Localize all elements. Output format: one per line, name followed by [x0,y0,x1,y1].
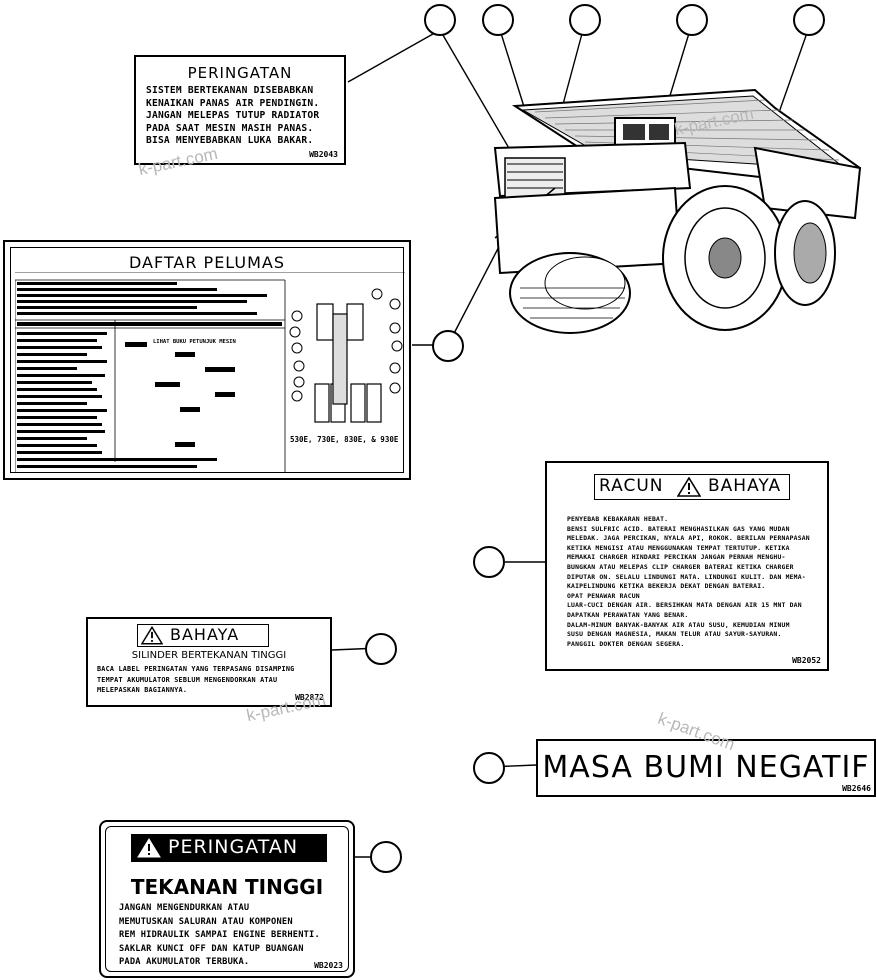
decal-code: WB2646 [842,784,871,793]
decal-title: TEKANAN TINGGI [130,875,324,899]
decal-silinder-bertekanan: BAHAYA SILINDER BERTEKANAN TINGGI BACA L… [86,617,332,707]
decal-line: DALAM-MINUM BANYAK-BANYAK AIR ATAU SUSU,… [567,620,790,629]
decal-line: BISA MENYEBABKAN LUKA BAKAR. [146,135,314,146]
callout-circle [473,546,505,578]
warning-banner [131,834,327,862]
decal-line: PADA AKUMULATOR TERBUKA. [119,957,250,968]
decal-line: DAPATKAN PERAWATAN YANG BENAR. [567,610,689,619]
decal-line: SAKLAR KUNCI OFF DAN KATUP BUANGAN [119,943,304,954]
truck-top-view-schematic [289,288,403,423]
callout-circle [569,4,601,36]
lubricant-chart-grid [15,272,405,472]
warning-triangle-icon [137,838,161,858]
warning-banner-text: PERINGATAN [168,836,299,858]
decal-masa-bumi-negatif: MASA BUMI NEGATIF WB2646 [536,739,876,797]
callout-circle [676,4,708,36]
decal-line: PADA SAAT MESIN MASIH PANAS. [146,122,314,134]
decal-title-right: BAHAYA [708,476,782,496]
decal-line: MEMUTUSKAN SALURAN ATAU KOMPONEN [119,916,293,927]
decal-line: SISTEM BERTEKANAN DISEBABKAN [146,85,314,96]
decal-line: TEMPAT AKUMULATOR SEBLUM MENGENDORKAN AT… [97,675,278,684]
decal-subtitle: SILINDER BERTEKANAN TINGGI [131,650,287,661]
decal-racun-bahaya: RACUN BAHAYA PENYEBAB KEBAKARAN HEBAT. B… [545,461,829,671]
decal-line: BENSI SULFRIC ACID. BATERAI MENGHASILKAN… [567,524,790,533]
decal-line: MEMAKAI CHARGER HINDARI PERCIKAN JANGAN … [567,553,786,562]
chart-models: 530E, 730E, 830E, & 930E [290,435,399,444]
callout-circle [473,752,505,784]
dump-truck-illustration [493,88,862,334]
decal-line: KETIKA MENGISI ATAU MENGGUNAKAN TEMPAT T… [567,543,790,552]
decal-code: WB2052 [792,656,821,665]
decal-line: PANGGIL DOKTER DENGAN SEGERA. [567,639,685,648]
decal-line: MELEDAK. JAGA PERCIKAN, NYALA API, ROKOK… [567,534,810,543]
decal-tekanan-tinggi: PERINGATAN TEKANAN TINGGI JANGAN MENGEND… [99,820,355,978]
warning-triangle-icon [677,477,701,497]
decal-code: WB2043 [309,150,338,159]
decal-code: WB2872 [295,693,324,702]
warning-triangle-icon [141,626,163,645]
decal-code: WB2023 [314,961,343,970]
decal-line: PENYEBAB KEBAKARAN HEBAT. [567,515,669,523]
decal-peringatan-radiator: PERINGATAN SISTEM BERTEKANAN DISEBABKAN … [134,55,346,165]
decal-text: MASA BUMI NEGATIF [542,750,870,785]
decal-line: KENAIKAN PANAS AIR PENDINGIN. [146,97,320,109]
callout-circle [432,330,464,362]
decal-line: REM HIDRAULIK SAMPAI ENGINE BERHENTI. [119,930,320,941]
decal-line: BACA LABEL PERINGATAN YANG TERPASANG DIS… [97,665,295,673]
callout-circle [365,633,397,665]
callout-circle [424,4,456,36]
decal-title: PERINGATAN [187,64,293,82]
decal-title: BAHAYA [170,625,240,644]
decal-line: LUAR-CUCI DENGAN AIR. BERSIHKAN MATA DEN… [567,601,802,610]
decal-line: JANGAN MELEPAS TUTUP RADIATOR [146,110,320,121]
decal-line: JANGAN MENGENDURKAN ATAU [119,903,250,913]
chart-header-note: LIHAT BUKU PETUNJUK MESIN [153,339,236,345]
decal-line: OPAT PENAWAR RACUN [567,591,640,600]
decal-title: DAFTAR PELUMAS [128,253,286,272]
callout-circle [482,4,514,36]
callout-circle [370,841,402,873]
callout-circle [793,4,825,36]
decal-line: MELEPASKAN BAGIANNYA. [97,686,188,694]
decal-title-left: RACUN [599,476,664,496]
decal-line: SUSU DENGAN MAGNESIA, MAKAN TELUR ATAU S… [567,630,782,639]
decal-line: BUNGKAN ATAU MELEPAS CLIP CHARGER BATERA… [567,562,794,571]
decal-line: DIPUTAR ON. SELALU LINDUNGI MATA. LINDUN… [567,572,806,581]
decal-daftar-pelumas: DAFTAR PELUMAS [3,240,411,480]
decal-line: KAIPELINDUNG KETIKA BEKERJA DEKAT DENGAN… [567,582,766,591]
